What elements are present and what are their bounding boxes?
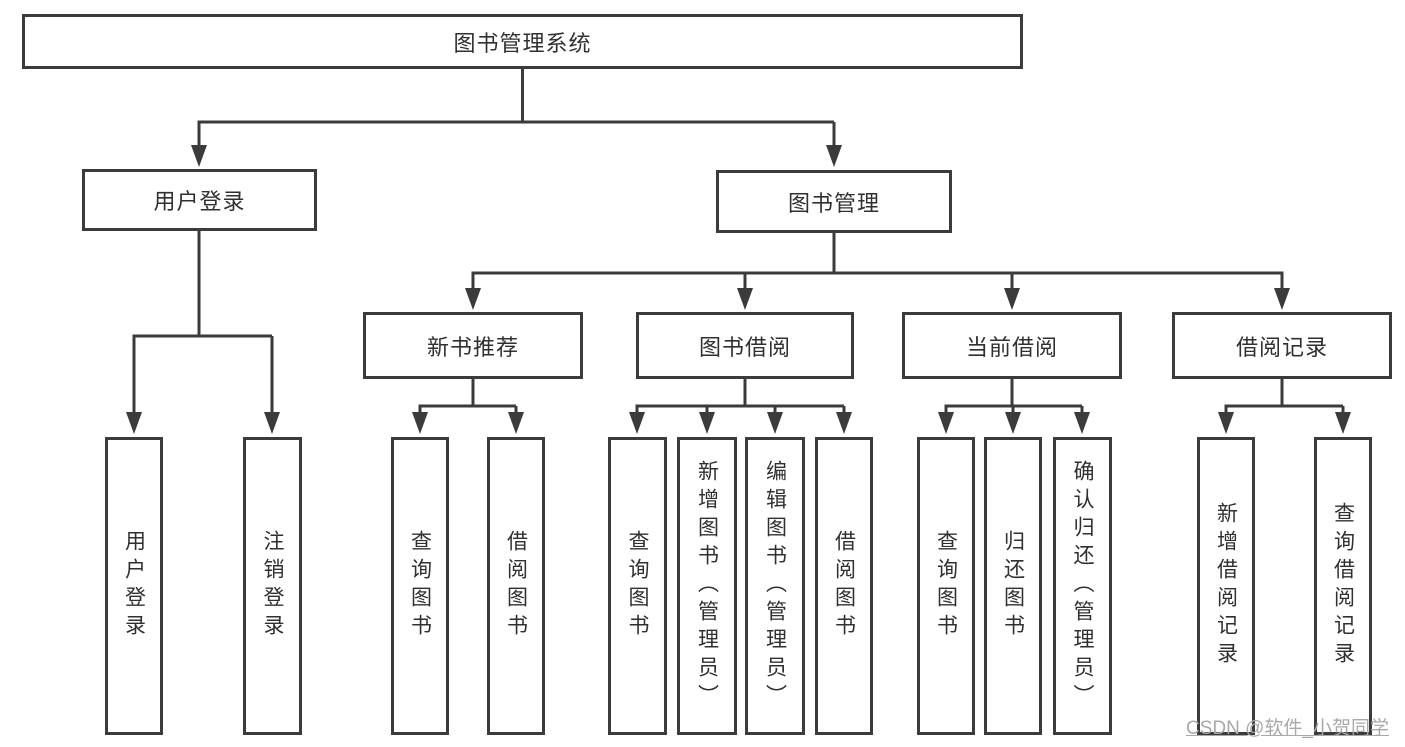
- leaf-cb-query-books: 查询图书: [917, 437, 975, 735]
- leaf-label: 查询图书: [934, 530, 958, 642]
- node-root: 图书管理系统: [22, 14, 1023, 69]
- node-new-book-recommend: 新书推荐: [363, 312, 583, 379]
- leaf-cb-confirm-return-admin: 确认归还（管理员）: [1053, 437, 1112, 735]
- node-book-borrowing: 图书借阅: [636, 312, 854, 379]
- leaf-br-add-record: 新增借阅记录: [1197, 437, 1255, 735]
- leaf-cb-return-books: 归还图书: [984, 437, 1042, 735]
- watermark: CSDN @软件_小贺同学: [1186, 718, 1389, 739]
- leaf-label: 确认归还（管理员）: [1071, 460, 1094, 712]
- leaf-bb-add-books-admin: 新增图书（管理员）: [677, 437, 737, 735]
- leaf-label: 编辑图书（管理员）: [763, 460, 787, 712]
- node-book-management: 图书管理: [716, 170, 952, 233]
- leaf-bb-borrow-books: 借阅图书: [815, 437, 873, 735]
- leaf-label: 用户登录: [122, 530, 146, 642]
- node-user-login: 用户登录: [82, 169, 317, 231]
- leaf-nbr-query-books: 查询图书: [391, 437, 449, 735]
- leaf-label: 查询图书: [408, 530, 432, 642]
- leaf-user-login: 用户登录: [105, 437, 163, 735]
- leaf-label: 查询图书: [626, 530, 649, 642]
- leaf-bb-edit-books-admin: 编辑图书（管理员）: [745, 437, 805, 735]
- leaf-label: 归还图书: [1001, 530, 1025, 642]
- leaf-label: 借阅图书: [832, 530, 856, 642]
- leaf-label: 新增图书（管理员）: [695, 460, 719, 712]
- leaf-logout: 注销登录: [243, 437, 302, 735]
- node-borrowing-records: 借阅记录: [1172, 312, 1392, 379]
- leaf-label: 借阅图书: [504, 530, 528, 642]
- leaf-nbr-borrow-books: 借阅图书: [487, 437, 545, 735]
- leaf-label: 新增借阅记录: [1214, 502, 1238, 670]
- leaf-label: 注销登录: [261, 530, 284, 642]
- leaf-bb-query-books: 查询图书: [608, 437, 667, 735]
- leaf-label: 查询借阅记录: [1331, 502, 1355, 670]
- node-current-borrowing: 当前借阅: [902, 312, 1122, 379]
- leaf-br-query-record: 查询借阅记录: [1314, 437, 1372, 735]
